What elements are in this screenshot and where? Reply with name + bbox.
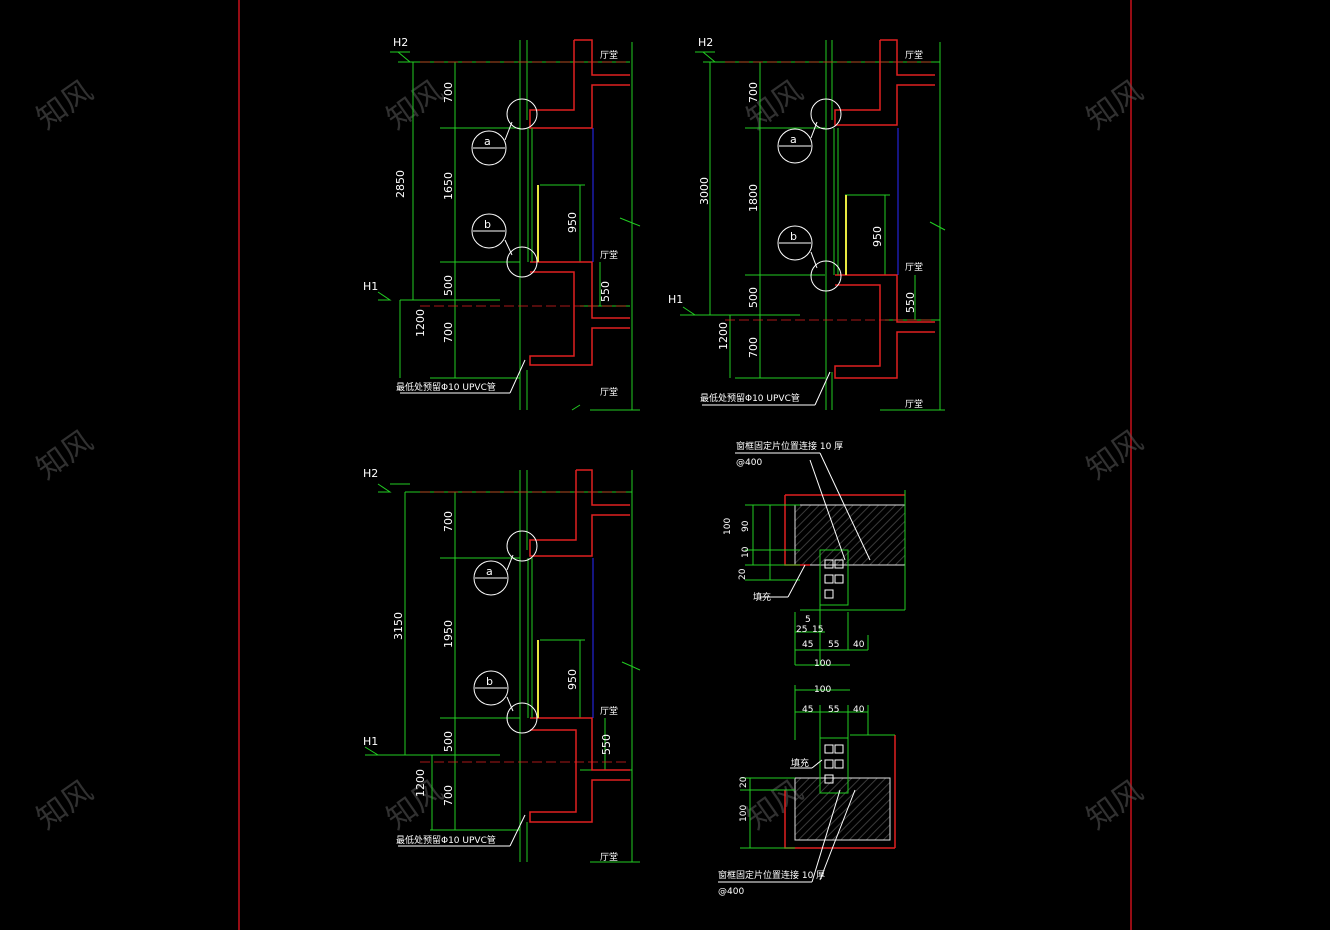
watermark: 知风 — [380, 74, 449, 137]
window-elevation-detail-3: H2 H1 3150 700 1950 500 700 1200 950 550… — [363, 467, 641, 863]
segment-dim: 1800 — [747, 184, 760, 212]
handle-height-dim: 950 — [566, 212, 579, 233]
sill-dim: 1200 — [414, 769, 427, 797]
section-dim: 5 — [805, 615, 811, 625]
section-dim: 40 — [853, 640, 865, 650]
section-total-dim: 100 — [814, 659, 831, 669]
level-h1-label: H1 — [363, 735, 378, 748]
side-note: 厅堂 — [905, 261, 923, 273]
level-h2-label: H2 — [393, 36, 408, 49]
section-dim: 10 — [741, 546, 751, 558]
sill-dim: 1200 — [717, 322, 730, 350]
drain-pipe-note: 最低处预留Φ10 UPVC管 — [700, 392, 800, 404]
total-height-dim: 3150 — [392, 612, 405, 640]
anchor-spacing: @400 — [736, 458, 762, 468]
anchor-note: 窗框固定片位置连接 10 厚 — [718, 869, 825, 881]
segment-dim: 700 — [747, 82, 760, 103]
filler-note: 填充 — [753, 591, 771, 603]
section-dim: 25 — [796, 625, 807, 635]
side-note: 厅堂 — [905, 49, 923, 61]
section-dim: 55 — [828, 640, 839, 650]
level-h2-label: H2 — [698, 36, 713, 49]
watermark-layer: 知风 知风 知风 知风 知风 知风 知风 知风 知风 知风 — [30, 74, 1149, 837]
marker-a-label: a — [484, 135, 491, 148]
watermark: 知风 — [1080, 424, 1149, 487]
section-dim: 45 — [802, 640, 813, 650]
segment-dim: 700 — [442, 511, 455, 532]
total-height-dim: 3000 — [698, 177, 711, 205]
window-elevation-detail-2: H2 H1 3000 700 1800 500 700 1200 950 550… — [668, 36, 946, 411]
drain-pipe-note: 最低处预留Φ10 UPVC管 — [396, 381, 496, 393]
segment-dim: 700 — [442, 322, 455, 343]
side-note: 厅堂 — [600, 386, 618, 398]
marker-b-label: b — [486, 675, 493, 688]
side-note: 厅堂 — [600, 705, 618, 717]
segment-dim: 500 — [747, 287, 760, 308]
segment-dim: 500 — [442, 731, 455, 752]
beam-depth-dim: 550 — [599, 281, 612, 302]
watermark: 知风 — [30, 774, 99, 837]
section-dim: 20 — [738, 568, 748, 580]
sill-dim: 1200 — [414, 309, 427, 337]
watermark: 知风 — [1080, 774, 1149, 837]
segment-dim: 700 — [442, 82, 455, 103]
marker-b-label: b — [790, 230, 797, 243]
handle-height-dim: 950 — [566, 669, 579, 690]
side-note: 厅堂 — [600, 49, 618, 61]
marker-a-label: a — [486, 565, 493, 578]
frame-section-detail-b: 100 45 55 40 20 100 填充 窗框固定片位置连接 10 厚 @4… — [718, 685, 896, 897]
section-dim: 45 — [802, 705, 813, 715]
section-dim: 100 — [723, 518, 733, 535]
marker-b-label: b — [484, 218, 491, 231]
level-h2-label: H2 — [363, 467, 378, 480]
segment-dim: 700 — [442, 785, 455, 806]
section-dim: 55 — [828, 705, 839, 715]
section-dim: 90 — [741, 520, 751, 532]
segment-dim: 500 — [442, 275, 455, 296]
watermark: 知风 — [30, 424, 99, 487]
filler-note: 填充 — [791, 757, 809, 769]
drain-pipe-note: 最低处预留Φ10 UPVC管 — [396, 834, 496, 846]
watermark: 知风 — [1080, 74, 1149, 137]
segment-dim: 700 — [747, 337, 760, 358]
window-elevation-detail-1: H2 H1 2850 700 1650 500 700 1200 950 550… — [363, 36, 641, 411]
section-total-dim: 100 — [814, 685, 831, 695]
total-height-dim: 2850 — [394, 170, 407, 198]
anchor-spacing: @400 — [718, 887, 744, 897]
beam-depth-dim: 550 — [904, 292, 917, 313]
level-h1-label: H1 — [363, 280, 378, 293]
section-dim: 20 — [739, 776, 749, 788]
marker-a-label: a — [790, 133, 797, 146]
section-dim: 15 — [812, 625, 823, 635]
section-dim: 100 — [739, 805, 749, 822]
side-note: 厅堂 — [905, 398, 923, 410]
level-h1-label: H1 — [668, 293, 683, 306]
side-note: 厅堂 — [600, 851, 618, 863]
section-dim: 40 — [853, 705, 865, 715]
handle-height-dim: 950 — [871, 226, 884, 247]
watermark: 知风 — [30, 74, 99, 137]
segment-dim: 1950 — [442, 620, 455, 648]
anchor-note: 窗框固定片位置连接 10 厚 — [736, 440, 843, 452]
segment-dim: 1650 — [442, 172, 455, 200]
frame-section-detail-a: 窗框固定片位置连接 10 厚 @400 100 90 10 20 填充 5 25… — [723, 440, 906, 669]
side-note: 厅堂 — [600, 249, 618, 261]
beam-depth-dim: 550 — [600, 734, 613, 755]
